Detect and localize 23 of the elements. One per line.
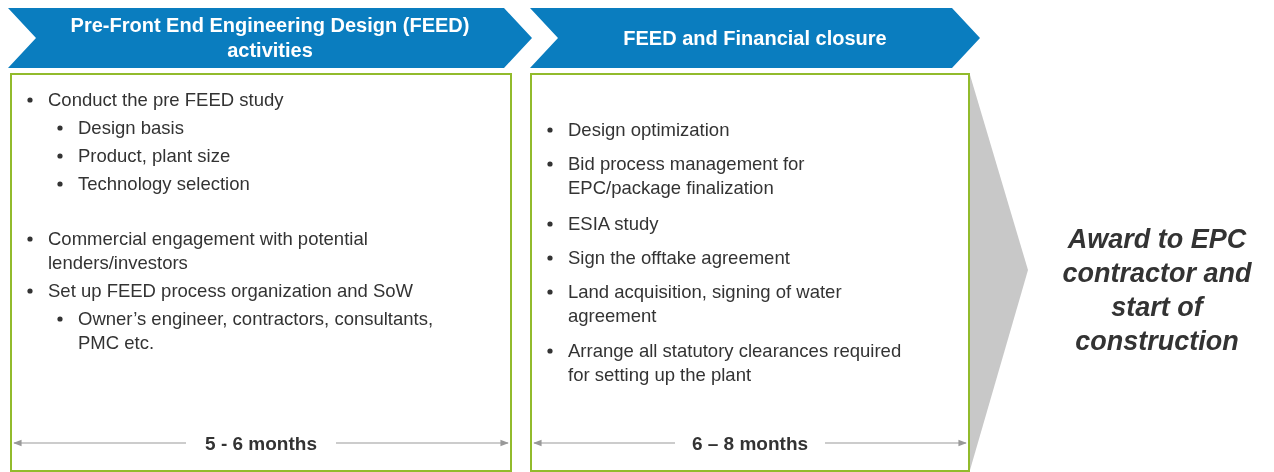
bullet-text: Sign the offtake agreement	[568, 247, 790, 268]
sub-bullet-text: Owner’s engineer, contractors, consultants, PMC etc.	[78, 308, 434, 353]
duration-label: 5 - 6 months	[205, 433, 317, 455]
bullet-text: ESIA study	[568, 213, 659, 234]
phase-panel	[10, 73, 512, 472]
chevron-banner	[530, 8, 980, 68]
bullet-text: Conduct the pre FEED study	[48, 89, 284, 110]
bullet-text: Set up FEED process organization and SoW	[48, 280, 414, 301]
chevron-banner	[8, 8, 532, 68]
bullet-text: Design optimization	[568, 119, 730, 140]
banner-title: FEED and Financial closure	[622, 25, 888, 51]
bullet-text: Bid process management for EPC/package finalization	[568, 153, 805, 198]
transition-arrow	[970, 75, 1028, 470]
banner-title: Pre-Front End Engineering Design (FEED) activities	[69, 13, 471, 63]
sub-bullet-text: Design basis	[78, 117, 184, 138]
bullet-text: Arrange all statutory clearances required for setting up the plant	[568, 340, 902, 385]
sub-bullet-text: Technology selection	[78, 173, 250, 194]
phase-panel	[530, 73, 970, 472]
bullet-text: Commercial engagement with potential lenders/investors	[48, 228, 368, 273]
milestone-text: Award to EPC contractor and start of construction	[1040, 220, 1274, 360]
bullet-text: Land acquisition, signing of water agreement	[568, 281, 842, 326]
duration-label: 6 – 8 months	[691, 433, 809, 455]
sub-bullet-text: Product, plant size	[78, 145, 231, 166]
